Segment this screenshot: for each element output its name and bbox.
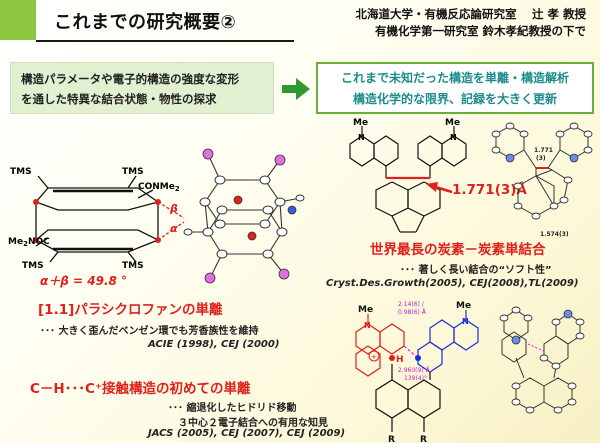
methyl-label: Me: [445, 118, 460, 128]
affiliation-line-2: 有機化学第一研究室 鈴木孝紀教授の下で: [374, 24, 586, 38]
summary-right-line-1: これまで未知だった構造を単離・構造解析: [340, 71, 569, 85]
summary-left-line-1: 構造パラメータや電子的構造の強度な変形: [21, 72, 240, 86]
distance-label: 0.98(6) Å: [398, 309, 427, 316]
ortep-bond-label: (3): [536, 155, 546, 162]
nitrogen-label: N: [364, 321, 371, 330]
right-arrow-icon: [282, 78, 310, 100]
nitrogen-label: N: [450, 133, 457, 142]
affiliation-line-1: 北海道大学・有機反応論研究室 辻 孝 教授: [355, 7, 586, 21]
cyclophane-structure: TMS TMS CONMe2 Me2NOC TMS TMS β α: [8, 167, 185, 270]
contact-note-1: ･･･ 縮退化したヒドリド移動: [168, 403, 297, 414]
summary-right-box: これまで未知だった構造を単離・構造解析 構造化学的な限界、記録を大きく更新: [316, 62, 594, 114]
plus-charge-icon: +: [371, 353, 377, 361]
r-group-label: R: [420, 435, 427, 443]
contact-ortep: [499, 306, 585, 414]
methyl-label: Me: [456, 301, 471, 311]
summary-right-line-2: 構造化学的な限界、記録を大きく更新: [352, 92, 557, 106]
nitrogen-label: N: [462, 317, 469, 326]
distance-label: 2.960(9) Å: [398, 367, 431, 374]
title-underline: [36, 40, 294, 42]
cyclophane-heading: [1.1]パラシクロファンの単離: [38, 302, 223, 318]
cyclophane-refs: ACIE (1998), CEJ (2000): [148, 339, 280, 350]
bridge-atom: [33, 237, 39, 243]
tms-label: TMS: [122, 261, 144, 270]
me2noc-label: Me2NOC: [8, 237, 50, 248]
beta-label: β: [169, 202, 178, 215]
tms-label: TMS: [22, 261, 44, 270]
contact-heading: C－H･･･C⁺接触構造の初めての単離: [30, 381, 251, 397]
methyl-label: Me: [358, 305, 373, 315]
angle-sum-label: α＋β = 49.8 °: [40, 274, 128, 288]
angle-label: 139(4)°: [404, 375, 427, 382]
ortep-bond-label: 1.771: [534, 147, 553, 154]
bond-length-label: 1.771(3)Å: [452, 182, 527, 198]
cyclophane-note: ･･･ 大きく歪んだベンゼン環でも芳香族性を維持: [40, 326, 259, 337]
r-group-label: R: [388, 435, 395, 443]
long-bond-structure: Me Me N N: [349, 118, 467, 233]
contact-refs: JACS (2005), CEJ (2007), CEJ (2009): [148, 428, 346, 439]
summary-left-line-2: を通した特異な結合状態・物性の探求: [21, 92, 217, 106]
nitrogen-label: N: [358, 133, 365, 142]
bridge-atom: [33, 199, 39, 205]
long-bond-ortep: 1.771 (3) 1.574(3): [491, 122, 593, 238]
affiliation: 北海道大学・有機反応論研究室 辻 孝 教授 有機化学第一研究室 鈴木孝紀教授の下…: [355, 6, 586, 40]
long-bond-refs: Cryst.Des.Growth(2005), CEJ(2008),TL(200…: [326, 278, 579, 289]
title-accent-bar: [0, 0, 36, 40]
methyl-label: Me: [353, 118, 368, 128]
cyclophane-ortep: [183, 148, 305, 284]
summary-left-box: 構造パラメータや電子的構造の強度な変形 を通した特異な結合状態・物性の探求: [10, 62, 274, 114]
tms-label: TMS: [10, 167, 32, 177]
conme2-label: CONMe2: [138, 182, 180, 193]
ortep-bond-label: 1.574(3): [540, 231, 569, 238]
alpha-label: α: [170, 222, 178, 235]
tms-label: TMS: [122, 167, 144, 177]
bridge-atom: [155, 199, 161, 205]
contact-note-2: ３中心２電子結合への有用な知見: [178, 418, 328, 429]
long-bond-note: ･･･ 著しく長い結合の“ソフト性”: [400, 265, 552, 276]
distance-label: 2.14(6) /: [398, 301, 425, 308]
page-title: これまでの研究概要②: [54, 12, 237, 33]
hydrogen-label: H: [396, 355, 404, 365]
bridge-atom: [155, 237, 161, 243]
contact-structure: + H Me Me N N R R 2.14(6) / 0.98(6) Å 2.…: [355, 301, 479, 443]
long-bond-heading: 世界最長の炭素－炭素単結合: [370, 242, 546, 258]
